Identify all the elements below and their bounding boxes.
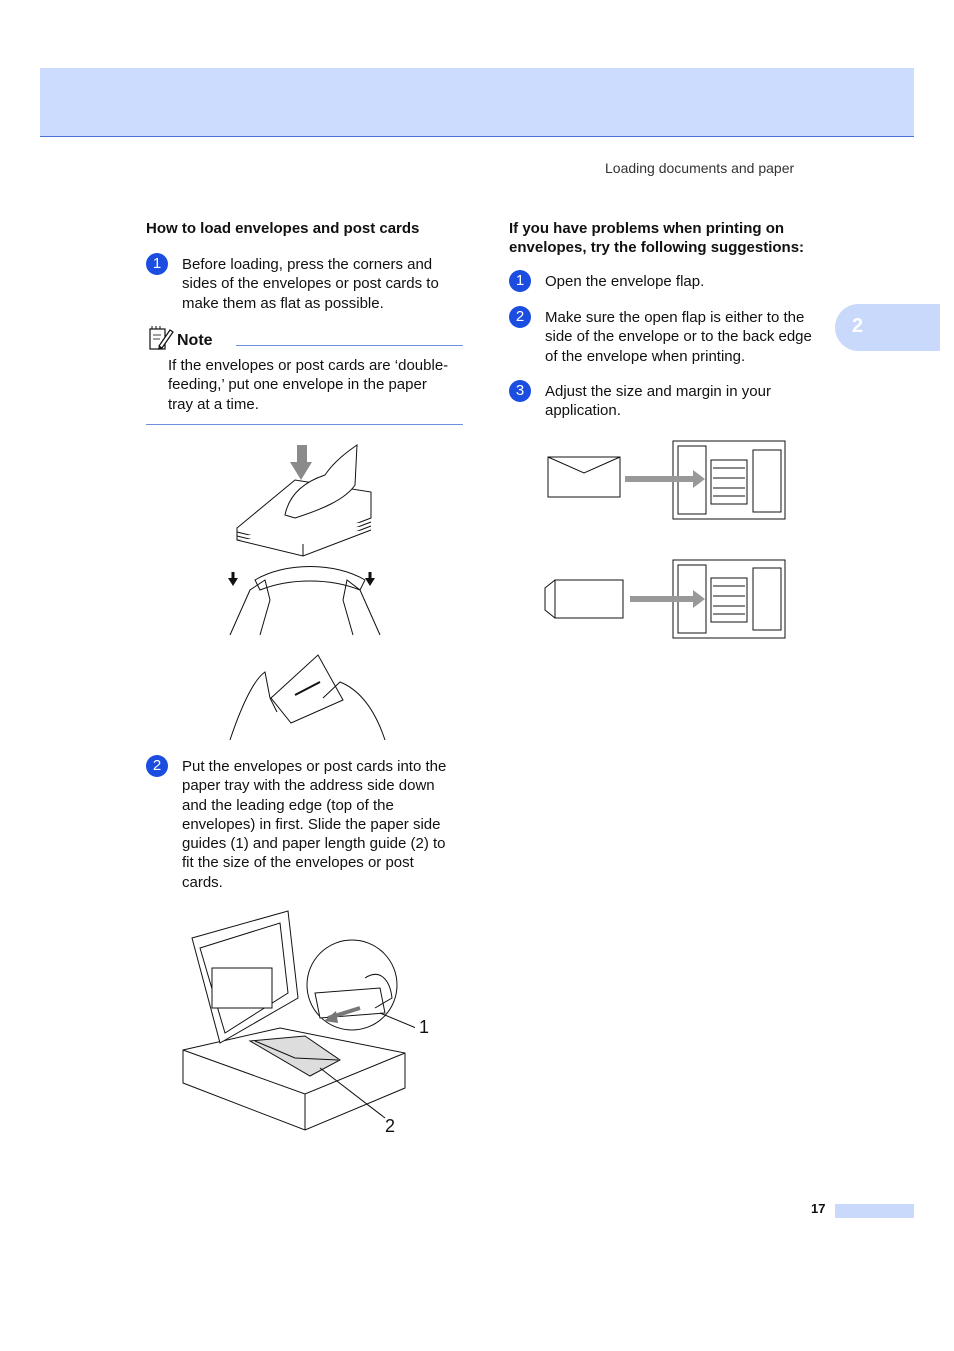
left-step-1: 1 Before loading, press the corners and … <box>146 253 466 313</box>
flatten-envelopes-illustration <box>228 443 386 741</box>
step-line: Before loading, press the corners and <box>182 256 433 273</box>
right-heading: If you have problems when printing on en… <box>509 219 804 257</box>
right-step-3: 3 Adjust the size and margin in your app… <box>509 380 839 422</box>
heading-line: If you have problems when printing on <box>509 220 785 237</box>
right-step-2: 2 Make sure the open flap is either to t… <box>509 306 839 368</box>
heading-line: envelopes, try the following suggestions… <box>509 239 805 256</box>
step-line: Adjust the size and margin in your <box>545 383 771 400</box>
page-number: 17 <box>811 1201 826 1216</box>
step-line: paper tray with the address side down <box>182 777 435 795</box>
page-number-bar <box>835 1204 914 1218</box>
note-text: If the envelopes or post cards are ‘doub… <box>168 356 468 414</box>
step-text: Before loading, press the corners and si… <box>182 255 439 313</box>
step-line: Make sure the open flap is either to the <box>545 309 805 326</box>
step-text: Open the envelope flap. <box>545 272 704 291</box>
note-rule <box>236 345 463 346</box>
paper-tray-envelope-illustration <box>182 910 415 1131</box>
step-line: of the envelope when printing. <box>545 347 746 365</box>
callout-length-guide: 2 <box>385 1116 396 1136</box>
note-box: Note If the envelopes or post cards are … <box>146 326 463 425</box>
chapter-number: 2 <box>852 315 864 337</box>
step-line: envelopes) in first. Slide the paper sid… <box>182 815 441 833</box>
step-line: sides of the envelopes or post cards to <box>182 275 439 293</box>
chapter-tab: 2 <box>835 304 940 351</box>
step-line: make them as flat as possible. <box>182 294 384 312</box>
step-line: Open the envelope flap. <box>545 273 705 290</box>
running-head: Loading documents and paper <box>605 160 795 176</box>
step-line: side of the envelope or to the back edge <box>545 328 812 346</box>
envelope-orientation-illustration <box>544 440 786 639</box>
step-number-badge: 3 <box>509 380 531 402</box>
step-text: Adjust the size and margin in your appli… <box>545 382 771 421</box>
step-line: cards. <box>182 873 223 891</box>
step-text: Put the envelopes or post cards into the… <box>182 757 446 892</box>
step-line: Put the envelopes or post cards into the <box>182 758 447 775</box>
note-line: tray at a time. <box>168 395 259 413</box>
step-line: guides (1) and paper length guide (2) to <box>182 835 446 853</box>
left-heading: How to load envelopes and post cards <box>146 220 420 237</box>
step-number-badge: 2 <box>146 755 168 777</box>
right-step-1: 1 Open the envelope flap. <box>509 270 839 294</box>
step-text: Make sure the open flap is either to the… <box>545 308 812 366</box>
step-number-badge: 1 <box>146 253 168 275</box>
step-number-badge: 2 <box>509 306 531 328</box>
header-band <box>40 68 914 137</box>
note-line: If the envelopes or post cards are ‘doub… <box>168 357 449 374</box>
note-title: Note <box>177 332 213 349</box>
step-line: application. <box>545 402 621 420</box>
left-step-2: 2 Put the envelopes or post cards into t… <box>146 755 466 895</box>
note-line: feeding,’ put one envelope in the paper <box>168 376 427 394</box>
note-pencil-icon <box>149 326 174 350</box>
callout-side-guides: 1 <box>419 1017 430 1037</box>
step-line: and the leading edge (top of the <box>182 796 394 814</box>
step-number-badge: 1 <box>509 270 531 292</box>
step-line: fit the size of the envelopes or post <box>182 854 414 872</box>
